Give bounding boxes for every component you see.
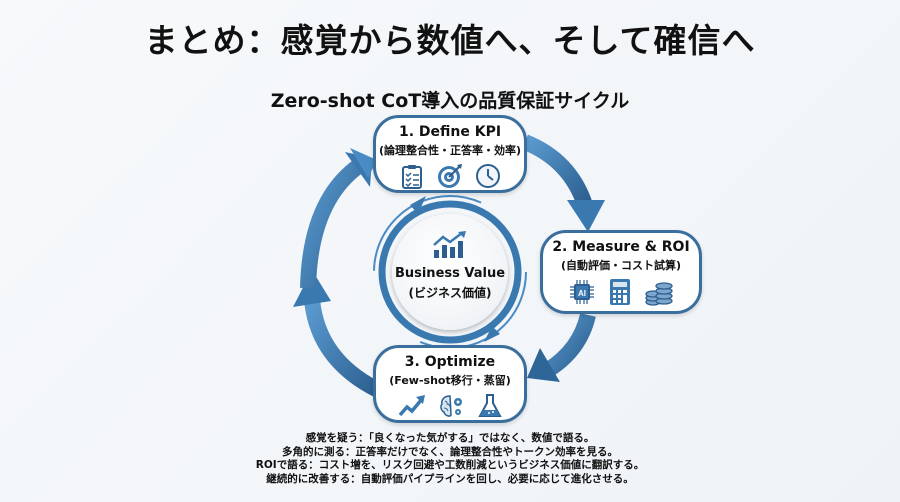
svg-text:AI: AI bbox=[578, 289, 586, 298]
step-subheading: (論理整合性・正答率・効率) bbox=[378, 144, 522, 157]
diagram-subtitle: Zero-shot CoT導入の品質保証サイクル bbox=[270, 90, 630, 112]
note-line: 感覚を疑う：「良くなった気がする」ではなく、数値で語る。 bbox=[305, 432, 595, 444]
step-subheading: (自動評価・コスト試算) bbox=[560, 259, 682, 272]
note-line: 継続的に改善する：自動評価パイプラインを回し、必要に応じて進化させる。 bbox=[266, 472, 634, 485]
step-measure-roi: 2. Measure & ROI (自動評価・コスト試算) AI bbox=[540, 230, 702, 314]
step-heading: 2. Measure & ROI bbox=[552, 239, 690, 255]
summary-notes: 感覚を疑う：「良くなった気がする」ではなく、数値で語る。 多角的に測る：正答率だ… bbox=[0, 432, 900, 486]
arrow-to-define-kpi bbox=[300, 148, 377, 289]
arrow-optimize-upward bbox=[293, 270, 382, 398]
step-heading: 3. Optimize bbox=[404, 354, 496, 370]
center-sublabel: (ビジネス価値) bbox=[408, 286, 492, 300]
step-optimize: 3. Optimize (Few-shot移行・蒸留) bbox=[373, 345, 527, 423]
arrow-kpi-to-measure bbox=[521, 134, 605, 232]
step-heading: 1. Define KPI bbox=[398, 124, 502, 140]
note-line: 多角的に測る：正答率だけでなく、論理整合性やトークン効率を見る。 bbox=[282, 445, 618, 458]
calculator-icon bbox=[610, 279, 630, 305]
brain-gear-icon bbox=[440, 395, 462, 417]
flask-icon bbox=[478, 394, 502, 417]
bar-chart-growth-icon bbox=[433, 231, 466, 258]
clipboard-checklist-icon bbox=[402, 165, 422, 189]
ai-chip-icon: AI bbox=[570, 280, 594, 304]
business-value-hub: Business Value (ビジネス価値) bbox=[392, 214, 508, 330]
trend-up-arrow-icon bbox=[398, 395, 425, 417]
slide-title: まとめ：感覚から数値へ、そして確信へ bbox=[144, 21, 756, 60]
center-label: Business Value bbox=[394, 266, 506, 281]
arrow-measure-to-optimize bbox=[527, 312, 596, 382]
step-define-kpi: 1. Define KPI (論理整合性・正答率・効率) bbox=[373, 115, 527, 193]
note-line: ROIで語る：コスト増を、リスク回避や工数削減というビジネス価値に翻訳する。 bbox=[255, 459, 645, 471]
step-subheading: (Few-shot移行・蒸留) bbox=[389, 374, 511, 387]
target-icon bbox=[438, 164, 462, 188]
clock-icon bbox=[476, 164, 500, 188]
coin-stack-icon bbox=[645, 282, 673, 306]
